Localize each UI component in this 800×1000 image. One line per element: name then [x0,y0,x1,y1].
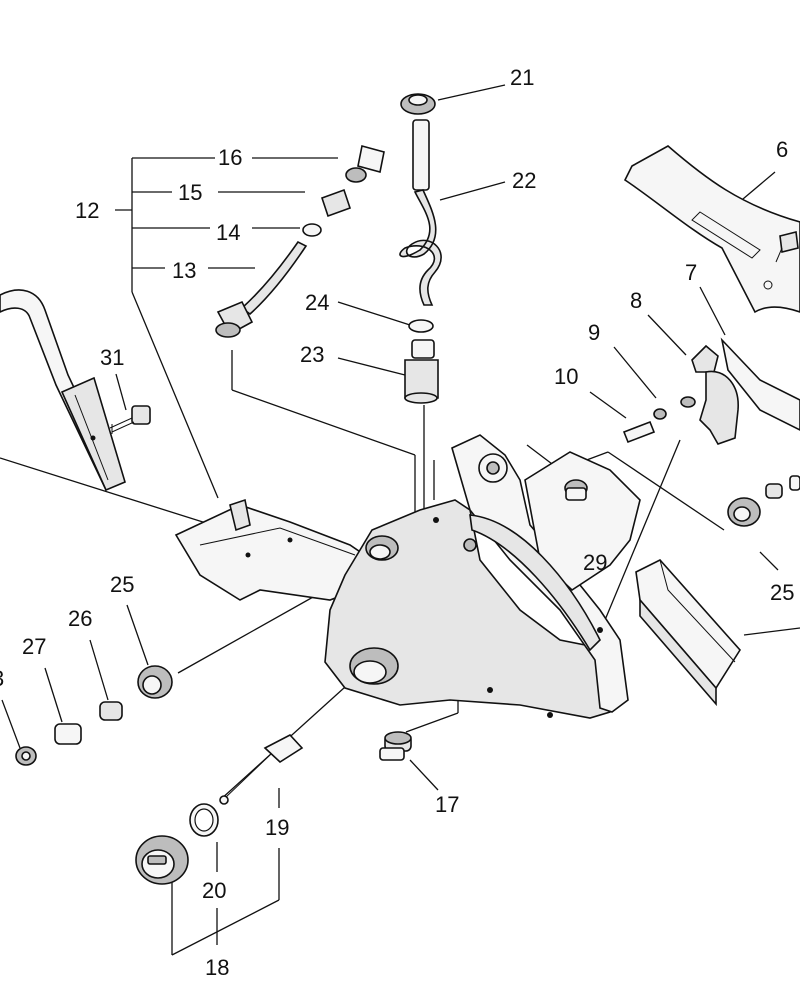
callout-14: 14 [216,220,240,245]
callout-7: 7 [685,260,697,285]
callout-3: 3 [0,666,4,691]
callout-15: 15 [178,180,202,205]
callout-labels: 16 15 14 13 12 21 22 6 7 8 9 10 24 23 31… [0,65,794,980]
plug-17 [379,731,412,761]
callout-24: 24 [305,290,329,315]
rear-handle-housing [174,498,373,601]
fuel-pickup-assembly [215,145,385,338]
right-bracket-parts [622,145,800,445]
callout-17: 17 [435,792,459,817]
fuel-hose-assembly [399,93,442,404]
callout-23: 23 [300,342,324,367]
handle-bar [0,289,126,492]
callout-25-left: 25 [110,572,134,597]
left-hardware [15,665,173,766]
callout-12: 12 [75,198,99,223]
screw-31 [109,405,151,434]
crankcase-body [324,434,641,719]
plug-29 [564,479,588,501]
callout-16: 16 [218,145,242,170]
callout-18: 18 [205,955,229,980]
callout-25-right: 25 [770,580,794,605]
right-bushing-25 [727,475,800,527]
callout-27: 27 [22,634,46,659]
callout-31: 31 [100,345,124,370]
callout-13: 13 [172,258,196,283]
callout-8: 8 [630,288,642,313]
callout-26: 26 [68,606,92,631]
callout-20: 20 [202,878,226,903]
callout-22: 22 [512,168,536,193]
callout-9: 9 [588,320,600,345]
callout-10: 10 [554,364,578,389]
callout-6: 6 [776,137,788,162]
callout-19: 19 [265,815,289,840]
mount-block [635,559,741,707]
callout-29: 29 [583,550,607,575]
callout-21: 21 [510,65,534,90]
fuel-cap-assembly [135,734,304,885]
